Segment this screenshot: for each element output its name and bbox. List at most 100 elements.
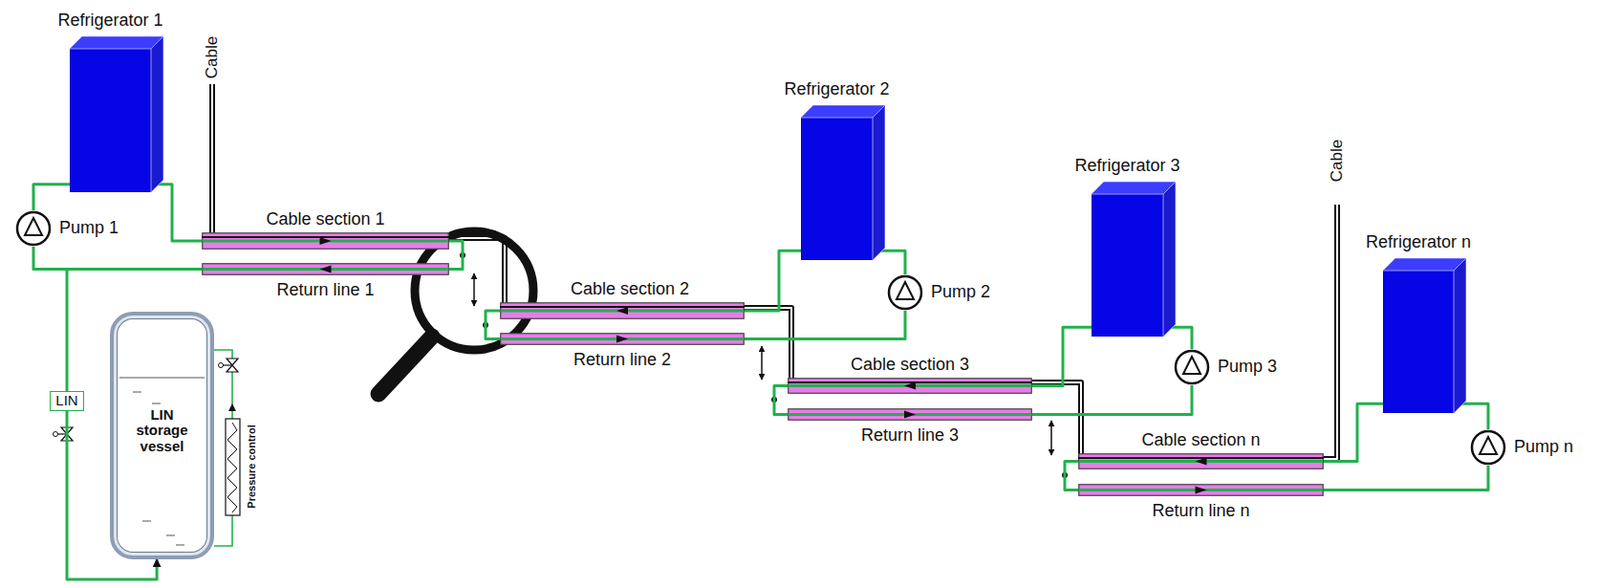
node-label: Refrigerator 2 (783, 80, 889, 100)
cable-label: Cable (1328, 139, 1347, 182)
side-face (1163, 181, 1176, 337)
flow-arrow (320, 237, 332, 245)
node-label: Return line 1 (276, 281, 374, 301)
flow-arrow (1195, 486, 1208, 495)
return-line: Return line 1 (201, 262, 450, 276)
node-label: Return line 2 (573, 350, 671, 370)
magnifier-handle (378, 336, 433, 394)
coolant-line (744, 250, 801, 311)
top-face (1091, 181, 1176, 195)
pipe-body (202, 263, 450, 276)
flow-arrow (320, 265, 332, 274)
exchange-arrow (1050, 420, 1053, 455)
valve (218, 358, 239, 372)
flow-arrow (228, 403, 237, 411)
coolant-line (1032, 326, 1092, 386)
node-label: Cable section n (1141, 431, 1260, 451)
coolant-line (33, 184, 70, 211)
pipe-body (788, 378, 1033, 394)
coolant-line (485, 310, 500, 340)
refrigerator-shape (1091, 181, 1176, 337)
pipe-shape (201, 262, 450, 276)
pipe-shape (1078, 483, 1324, 497)
return-line: Return line 2 (499, 332, 745, 346)
refrigerator-shape (800, 105, 886, 260)
refrigerator-box: Refrigerator 1 (69, 36, 164, 193)
pump-shape (1470, 429, 1507, 466)
cable-section: Cable section 2 (499, 302, 745, 320)
node-label: Pump 1 (59, 218, 119, 238)
liquid-dash (142, 520, 152, 522)
return-line: Return line n (1078, 483, 1324, 497)
pump-symbol: Pump 3 (1173, 348, 1211, 386)
pipe-body (1079, 484, 1324, 497)
pump-triangle (1479, 436, 1497, 455)
pump-circle (1175, 350, 1209, 384)
node-label: Refrigerator 1 (57, 11, 163, 31)
pump-symbol: Pump 2 (886, 274, 924, 311)
pipe-shape (499, 332, 745, 346)
pipe-shape (787, 377, 1033, 394)
pump-symbol: Pump 1 (15, 210, 52, 247)
heater-box (225, 418, 240, 516)
node-label: Cable section 1 (265, 210, 385, 230)
node-label: Cable section 3 (850, 355, 970, 375)
pump-symbol: Pump n (1470, 429, 1507, 466)
exchange-arrow (760, 345, 763, 380)
pipe-body (500, 333, 745, 346)
pump-triangle (24, 217, 43, 236)
pipe-shape (787, 408, 1033, 421)
cable-in-pipe (787, 381, 1033, 384)
pump-shape (886, 274, 924, 311)
level-line (119, 377, 205, 379)
cable-in-pipe (201, 236, 450, 238)
return-line: Return line 3 (787, 408, 1033, 421)
node-label: Return line 3 (861, 426, 959, 446)
top-face (69, 36, 164, 49)
front-face (1383, 270, 1454, 413)
side-face (1453, 258, 1467, 413)
flow-arrow (616, 335, 628, 344)
refrigerator-box: Refrigerator 3 (1091, 181, 1176, 337)
top-face (1383, 258, 1467, 271)
pump-circle (17, 212, 50, 245)
node-label: Pump 3 (1217, 357, 1277, 377)
coolant-line (449, 240, 463, 270)
valve (53, 427, 74, 441)
refrigerator-box: Refrigerator 2 (800, 105, 886, 260)
coolant-line (774, 386, 788, 415)
coolant-line (1032, 385, 1192, 415)
control-label: Pressure control (245, 424, 258, 508)
flow-arrow (1195, 457, 1208, 466)
cable-label: Cable (203, 36, 222, 79)
pipe-body (500, 302, 745, 320)
storage-vessel: LIN storage vessel (109, 311, 215, 560)
node-label: Refrigerator n (1365, 233, 1471, 253)
pump-circle (888, 276, 922, 309)
top-face (800, 105, 886, 118)
front-face (800, 117, 873, 260)
refrigerator-shape (1383, 258, 1467, 413)
coolant-line (33, 246, 202, 270)
coolant-line (744, 310, 906, 340)
heater-coil (227, 422, 238, 513)
refrigerator-shape (69, 36, 164, 193)
pipe-shape (1078, 453, 1324, 470)
pump-circle (1471, 431, 1505, 464)
node-label: Return line n (1151, 501, 1250, 521)
pipe-shape (201, 232, 450, 250)
lin-box: LIN (49, 390, 84, 411)
pump-shape (15, 210, 52, 247)
node-label: Cable section 2 (570, 280, 690, 300)
liquid-dash (175, 544, 185, 546)
flow-arrow (904, 410, 916, 419)
coolant-line (1323, 465, 1489, 491)
pump-shape (1173, 348, 1211, 386)
cable-section: Cable section 3 (787, 377, 1033, 394)
pipe-body (202, 233, 450, 250)
refrigerator-box: Refrigerator n (1383, 258, 1467, 413)
front-face (69, 48, 152, 193)
side-face (151, 36, 164, 193)
pipe-body (788, 409, 1033, 421)
liquid-dash (151, 403, 161, 405)
